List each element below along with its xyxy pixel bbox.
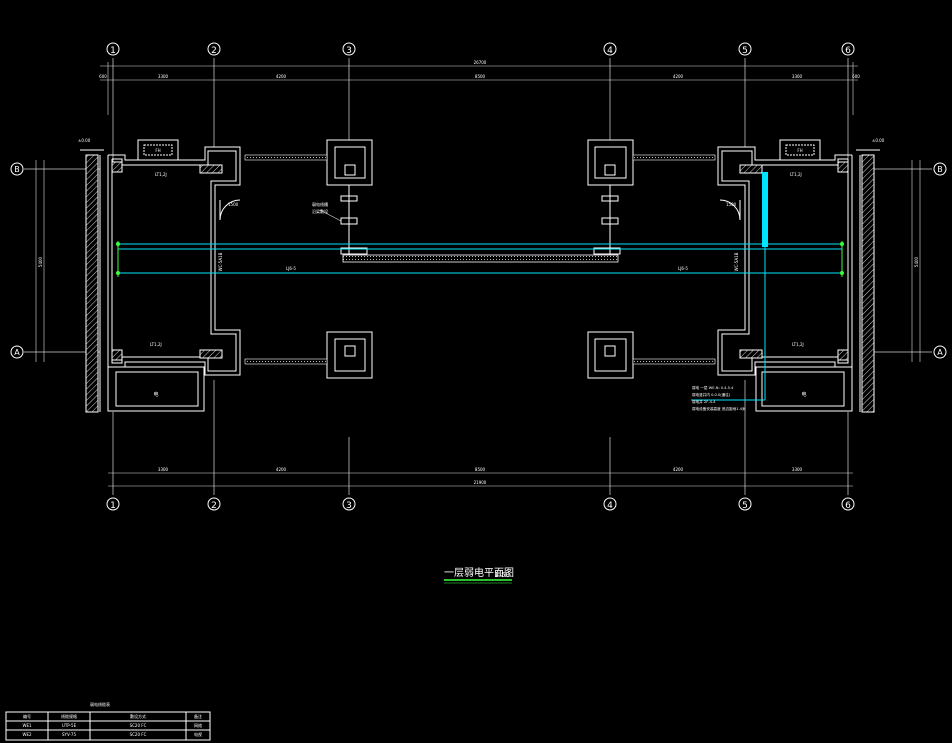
riser-note-3: 弱电井 2F-4-4	[692, 399, 716, 404]
dim-top-seg-1: 3300	[158, 74, 169, 79]
space-label-bottom-right: 电	[801, 391, 806, 398]
dim-bottom-seg-1: 3300	[158, 467, 169, 472]
grid-bubbles-top: 1 2 3 4 5 6	[106, 42, 855, 56]
grid-label-4-bottom: 4	[607, 501, 613, 511]
legend-table: 弱电线缆表 编号 线缆规格 敷设方式 备注 WE1 UTP-5E SC20 FC…	[5, 701, 211, 741]
space-label-bottom-left: 电	[153, 391, 158, 398]
door-label-right: 1500	[726, 202, 737, 207]
riser-note-2: 弱电竖井内 0.0.0(通往)	[692, 392, 731, 397]
riser-note-4: 弱电设备安装高度 底边距地1.4米	[692, 406, 746, 411]
drawing-scale: 1:50	[494, 571, 510, 579]
pipe-note: 弱电线槽	[312, 201, 328, 207]
dim-bottom-seg-3: 8500	[475, 467, 486, 472]
dim-bottom-seg-2: 4200	[276, 467, 287, 472]
legend-header-3: 备注	[194, 713, 202, 719]
elevation-top-right: ±0.00	[872, 138, 885, 143]
dim-top-overall: 26700	[474, 60, 487, 65]
exterior-walls: ±0.00 ±0.00	[78, 138, 885, 413]
legend-cell-1-1: SYV-75	[62, 732, 76, 737]
grid-label-1-bottom: 1	[110, 501, 116, 511]
elevation-top-left: ±0.00	[78, 138, 91, 143]
dimension-sides: 5400 5400	[35, 160, 921, 362]
legend-cell-1-3: 电视	[194, 731, 202, 737]
grid-label-b-right: B	[937, 165, 943, 174]
central-walkway: 弱电线槽 沿梁敷设	[312, 185, 621, 263]
pipe-note-2: 沿梁敷设	[312, 208, 328, 214]
legend-cell-0-1: UTP-5E	[62, 723, 77, 728]
legend-caption: 弱电线缆表	[90, 701, 110, 707]
cable-label-left: LJ6-5	[286, 266, 296, 271]
riser-notes: 弱电 一层 WE-N: 0.4.5.4 弱电竖井内 0.0.0(通往) 弱电井 …	[692, 385, 746, 411]
grid-label-4-top: 4	[607, 46, 613, 56]
fh-label-top-right: FH	[797, 148, 802, 153]
dim-left-overall: 5400	[38, 256, 43, 267]
right-wing: FH 电 LT1,2J LT1,2J WC-5A1B 1500	[717, 139, 853, 412]
grid-label-1-top: 1	[110, 46, 116, 56]
legend-cell-0-3: 网络	[194, 722, 202, 728]
grid-label-6-bottom: 6	[845, 501, 851, 511]
drawing-title: 一层弱电平面图	[444, 566, 514, 579]
grid-label-5-bottom: 5	[742, 501, 748, 511]
room-label-top-right: LT1,2J	[790, 172, 802, 177]
dim-bottom-overall: 21900	[474, 480, 487, 485]
dim-top-edge-left: 600	[99, 74, 107, 79]
grid-label-2-top: 2	[211, 46, 217, 56]
legend-header-2: 敷设方式	[130, 713, 146, 719]
grid-label-a-right: A	[937, 348, 943, 357]
dimension-bottom: 3300 4200 8500 4200 3300 21900	[108, 467, 853, 487]
room-label-bottom-left: LT1,2J	[150, 342, 162, 347]
grid-bubbles-rows: B A B A	[10, 162, 947, 359]
drawing-title-block: 一层弱电平面图 1:50	[444, 566, 514, 584]
cable-label-right: LJ6-5	[678, 266, 688, 271]
left-wing: FH 电 LT1,2J LT1,2J WC-5A1B 1500	[107, 139, 241, 412]
grid-bubbles-bottom: 1 2 3 4 5 6	[106, 497, 855, 511]
legend-cell-1-0: WE2	[22, 732, 31, 737]
dim-top-seg-4: 4200	[673, 74, 684, 79]
dim-top-seg-2: 4200	[276, 74, 287, 79]
wall-label-left: WC-5A1B	[218, 252, 223, 271]
wall-label-right: WC-5A1B	[734, 252, 739, 271]
dim-bottom-seg-4: 4200	[673, 467, 684, 472]
legend-header-1: 线缆规格	[61, 713, 77, 719]
dim-bottom-seg-5: 3300	[792, 467, 803, 472]
grid-label-3-top: 3	[346, 46, 352, 56]
fh-label-top-left: FH	[155, 148, 160, 153]
dim-top-seg-5: 3300	[792, 74, 803, 79]
grid-label-2-bottom: 2	[211, 501, 217, 511]
grid-lines	[24, 58, 932, 495]
door-label-left: 1500	[228, 202, 239, 207]
legend-header-0: 编号	[23, 713, 31, 719]
cable-runs: LJ6-5 LJ6-5	[116, 172, 844, 401]
grid-label-5-top: 5	[742, 46, 748, 56]
grid-label-3-bottom: 3	[346, 501, 352, 511]
dim-right-overall: 5400	[914, 256, 919, 267]
grid-label-b-left: B	[14, 165, 20, 174]
legend-cell-0-2: SC20 FC	[130, 723, 147, 728]
dimension-top: 26700 600 600 3300 4200 8500 4200 3300	[99, 60, 860, 115]
room-label-bottom-right: LT1,2J	[792, 342, 804, 347]
riser-note-1: 弱电 一层 WE-N: 0.4.5.4	[692, 385, 734, 390]
columns	[244, 139, 716, 379]
dim-top-seg-3: 8500	[475, 74, 486, 79]
legend-cell-0-0: WE1	[22, 723, 31, 728]
legend-cell-1-2: SC20 FC	[130, 732, 147, 737]
dim-top-edge-right: 600	[852, 74, 860, 79]
grid-label-a-left: A	[14, 348, 20, 357]
room-label-top-left: LT1,2J	[155, 172, 167, 177]
grid-label-6-top: 6	[845, 46, 851, 56]
